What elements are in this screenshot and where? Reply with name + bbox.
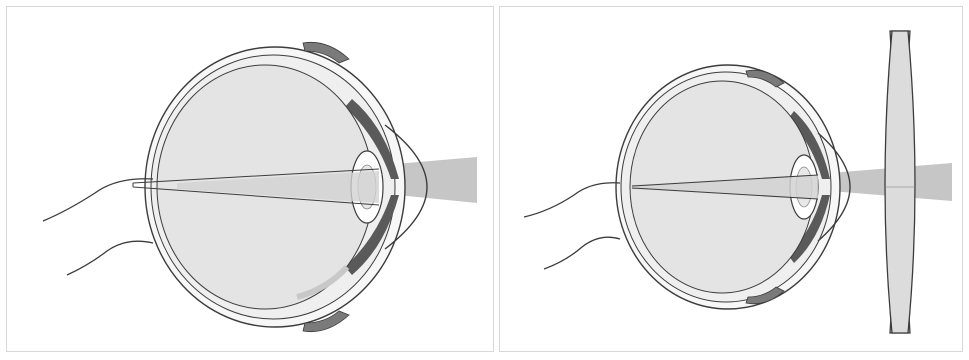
optic-nerve-lower [67,241,153,275]
corrective-lens-body [885,31,915,333]
panel-without-lens [6,6,494,352]
eye-without-lens-svg [7,7,495,353]
panel-with-lens [499,6,963,352]
optic-nerve-upper [524,183,620,217]
optic-nerve-lower [544,237,620,269]
optic-nerve-upper [43,179,153,221]
eye-with-lens-svg [500,7,964,353]
